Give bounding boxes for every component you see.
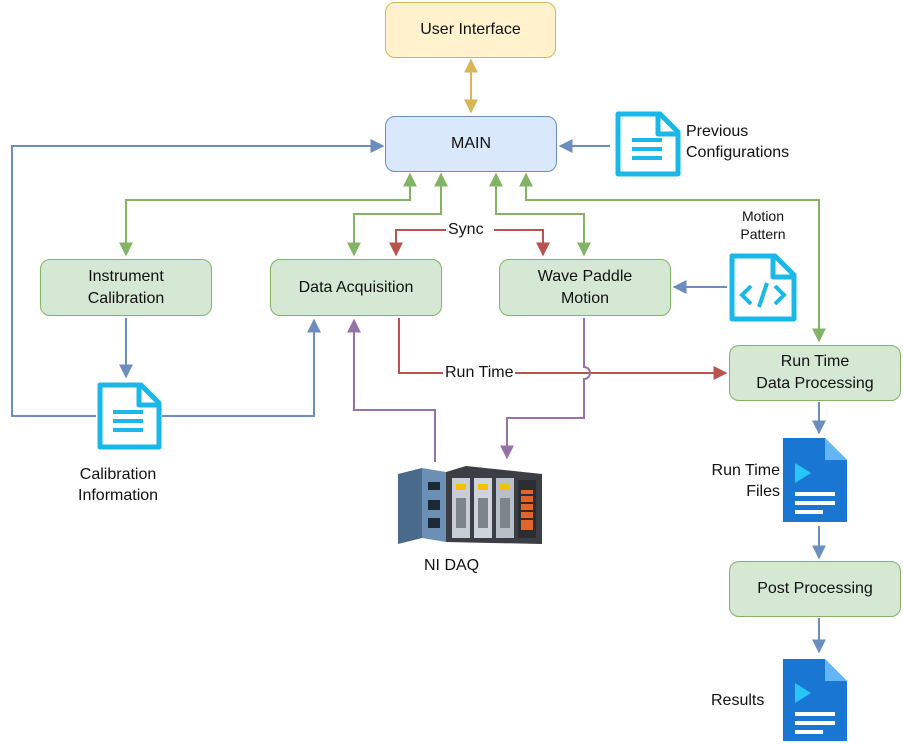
- document-icon: [615, 111, 681, 177]
- node-post-processing: Post Processing: [729, 561, 901, 617]
- edge-sync-daq: [389, 229, 446, 257]
- daq-hardware-icon: [398, 466, 542, 544]
- label-run-time: Run Time: [443, 363, 516, 384]
- code-file-icon: [729, 253, 797, 322]
- node-post-processing-label: Post Processing: [757, 580, 873, 598]
- node-user-interface: User Interface: [385, 2, 556, 58]
- edge-main-daq: [347, 172, 448, 257]
- edge-main-wpm: [489, 172, 591, 257]
- media-file-icon: [783, 659, 847, 741]
- document-icon: [97, 382, 162, 450]
- edge-main-rtdp: [519, 172, 826, 343]
- edge-calinfo-main: [11, 139, 385, 417]
- label-sync: Sync: [446, 220, 486, 241]
- node-data-acquisition: Data Acquisition: [270, 259, 442, 316]
- edge-sync-wpm: [494, 229, 550, 257]
- node-user-interface-label: User Interface: [420, 21, 521, 39]
- node-main-label: MAIN: [451, 135, 491, 153]
- edge-wpm-nidaq: [500, 318, 591, 460]
- label-ni-daq: NI DAQ: [424, 557, 480, 574]
- edge-nidaq-daq: [347, 318, 436, 462]
- node-main: MAIN: [385, 116, 557, 172]
- node-data-acquisition-label: Data Acquisition: [298, 278, 414, 296]
- edge-calinfo-daq: [162, 318, 321, 417]
- media-file-icon: [783, 438, 847, 522]
- label-results: Results: [711, 692, 765, 709]
- edge-runtime: [398, 318, 728, 380]
